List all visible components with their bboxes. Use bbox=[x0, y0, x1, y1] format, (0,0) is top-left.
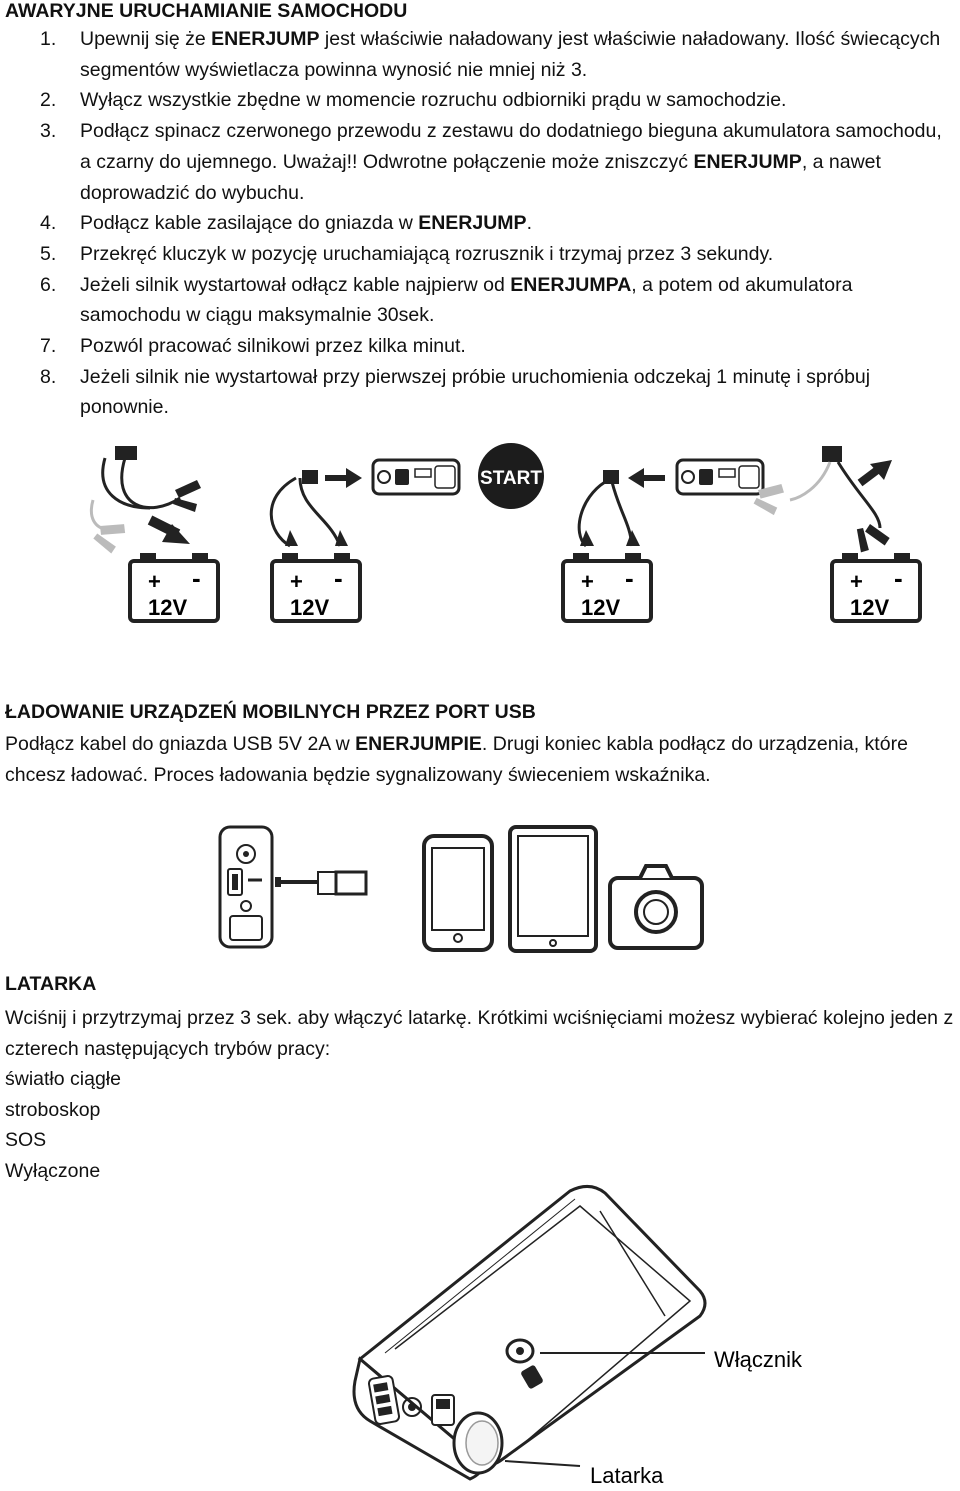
svg-text:12V: 12V bbox=[148, 595, 187, 620]
jump-start-diagram: + - 12V + - 12V START + - 12V + bbox=[89, 443, 922, 623]
svg-text:-: - bbox=[625, 563, 634, 593]
mode-item: SOS bbox=[5, 1129, 47, 1151]
mode-item: Wyłączone bbox=[5, 1160, 101, 1182]
svg-text:+: + bbox=[290, 569, 303, 594]
svg-text:12V: 12V bbox=[850, 595, 889, 620]
svg-text:-: - bbox=[334, 563, 343, 593]
battery-icon: + - 12V bbox=[128, 551, 220, 623]
step-item: 1.Upewnij się że ENERJUMP jest właściwie… bbox=[40, 28, 941, 81]
step-item: 3.Podłącz spinacz czerwonego przewodu z … bbox=[40, 120, 942, 204]
start-icon: START bbox=[478, 443, 544, 509]
battery-icon: + - 12V bbox=[830, 551, 922, 623]
jump-starter-perspective-diagram: Włącznik Latarka bbox=[352, 1185, 803, 1488]
smartphone-icon bbox=[422, 834, 494, 952]
step-item: 6.Jeżeli silnik wystartował odłącz kable… bbox=[40, 273, 853, 327]
battery-icon: + - 12V bbox=[270, 551, 362, 623]
section-title-usb-charging: ŁADOWANIE URZĄDZEŃ MOBILNYCH PRZEZ PORT … bbox=[5, 701, 536, 723]
jump-starter-side-icon bbox=[218, 825, 274, 949]
step-item: 4.Podłącz kable zasilające do gniazda w … bbox=[40, 212, 532, 235]
power-button-label: Włącznik bbox=[714, 1347, 803, 1372]
svg-text:12V: 12V bbox=[290, 595, 329, 620]
flashlight-paragraph: Wciśnij i przytrzymaj przez 3 sek. aby w… bbox=[5, 1007, 954, 1060]
usb-charging-diagram bbox=[218, 825, 704, 953]
jump-starter-device-icon bbox=[675, 458, 765, 496]
svg-text:START: START bbox=[480, 468, 542, 489]
step-item: 2.Wyłącz wszystkie zbędne w momencie roz… bbox=[40, 89, 787, 112]
steps-list: 1.Upewnij się że ENERJUMP jest właściwie… bbox=[40, 24, 945, 423]
torch-leader-line bbox=[504, 1460, 581, 1467]
step-item: 7.Pozwól pracować silnikowi przez kilka … bbox=[40, 335, 466, 358]
mode-item: stroboskop bbox=[5, 1099, 101, 1121]
jump-starter-body-icon bbox=[352, 1185, 707, 1481]
step-item: 5.Przekręć kluczyk w pozycję uruchamiają… bbox=[40, 242, 774, 265]
tablet-icon bbox=[508, 825, 598, 953]
usb-charging-paragraph: Podłącz kabel do gniazda USB 5V 2A w ENE… bbox=[5, 733, 908, 786]
usb-cable-icon bbox=[248, 870, 368, 896]
svg-text:+: + bbox=[581, 569, 594, 594]
jump-starter-device-icon bbox=[371, 458, 461, 496]
svg-text:12V: 12V bbox=[581, 595, 620, 620]
svg-text:-: - bbox=[192, 563, 201, 593]
svg-text:-: - bbox=[894, 563, 903, 593]
section-title-emergency-start: AWARYJNE URUCHAMIANIE SAMOCHODU bbox=[5, 0, 408, 22]
camera-icon bbox=[608, 864, 704, 950]
step-item: 8.Jeżeli silnik nie wystartował przy pie… bbox=[40, 365, 871, 419]
battery-icon: + - 12V bbox=[561, 551, 653, 623]
svg-text:+: + bbox=[850, 569, 863, 594]
section-title-flashlight: LATARKA bbox=[5, 973, 97, 995]
mode-item: światło ciągłe bbox=[5, 1068, 121, 1090]
torch-label: Latarka bbox=[590, 1463, 664, 1488]
svg-text:+: + bbox=[148, 569, 161, 594]
